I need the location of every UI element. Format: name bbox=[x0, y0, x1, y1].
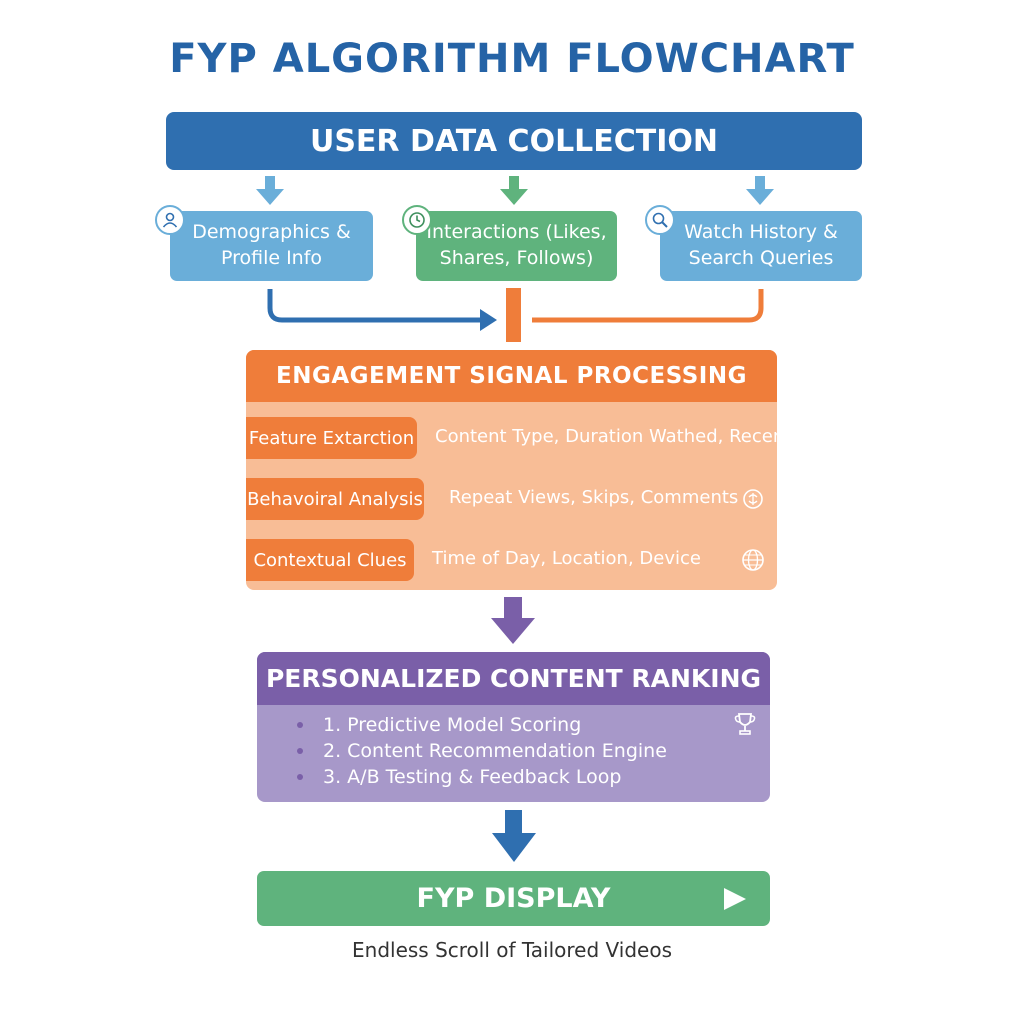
page-title: FYP ALGORITHM FLOWCHART bbox=[169, 36, 855, 82]
demographics-line1: Demographics & bbox=[192, 221, 351, 244]
interactions-box: Interactions (Likes, Shares, Follows) bbox=[416, 211, 617, 281]
contextual-clues-label: Contextual Clues bbox=[246, 539, 414, 581]
fyp-display-label: FYP DISPLAY bbox=[416, 883, 611, 914]
arrow-down-center bbox=[500, 176, 528, 205]
demographics-box: Demographics & Profile Info bbox=[170, 211, 373, 281]
user-data-collection-box: USER DATA COLLECTION bbox=[166, 112, 862, 170]
connector-center bbox=[506, 288, 521, 342]
content-ranking-box: PERSONALIZED CONTENT RANKING 1. Predicti… bbox=[257, 652, 770, 802]
arrow-down-purple bbox=[491, 597, 535, 644]
demographics-line2: Profile Info bbox=[220, 247, 323, 269]
globe-icon bbox=[741, 548, 765, 572]
caption: Endless Scroll of Tailored Videos bbox=[352, 938, 672, 962]
watch-history-box: Watch History & Search Queries bbox=[660, 211, 862, 281]
ranking-item: 3. A/B Testing & Feedback Loop bbox=[297, 766, 621, 788]
trophy-icon bbox=[731, 710, 759, 738]
connector-left bbox=[267, 289, 482, 323]
behavioral-analysis-desc: Repeat Views, Skips, Comments bbox=[449, 487, 739, 508]
arrow-down-blue bbox=[492, 810, 536, 862]
ranking-item-text: 3. A/B Testing & Feedback Loop bbox=[323, 766, 622, 788]
arrow-down-left bbox=[256, 176, 284, 205]
ranking-header: PERSONALIZED CONTENT RANKING bbox=[257, 652, 770, 705]
connector-right bbox=[532, 289, 764, 323]
ranking-item: 1. Predictive Model Scoring bbox=[297, 714, 581, 736]
engagement-header: ENGAGEMENT SIGNAL PROCESSING bbox=[246, 350, 777, 402]
clock-icon bbox=[402, 205, 432, 235]
interactions-line2: Shares, Follows) bbox=[439, 247, 594, 269]
watch-history-line1: Watch History & bbox=[684, 221, 838, 244]
search-icon bbox=[645, 205, 675, 235]
feature-extraction-desc: Content Type, Duration Wathed, Recency bbox=[435, 426, 777, 447]
watch-history-line2: Search Queries bbox=[688, 247, 834, 269]
feature-extraction-label: Feature Extarction bbox=[246, 417, 417, 459]
play-icon bbox=[722, 887, 748, 911]
arrow-down-right bbox=[746, 176, 774, 205]
contextual-clues-desc: Time of Day, Location, Device bbox=[432, 548, 701, 569]
ranking-item-text: 2. Content Recommendation Engine bbox=[323, 740, 667, 762]
interactions-line1: Interactions (Likes, bbox=[426, 221, 607, 244]
brain-icon bbox=[741, 487, 765, 511]
engagement-processing-box: ENGAGEMENT SIGNAL PROCESSING Feature Ext… bbox=[246, 350, 777, 590]
behavioral-analysis-label: Behavoiral Analysis bbox=[246, 478, 424, 520]
ranking-item-text: 1. Predictive Model Scoring bbox=[323, 714, 582, 736]
fyp-display-box: FYP DISPLAY bbox=[257, 871, 770, 926]
user-icon bbox=[155, 205, 185, 235]
ranking-item: 2. Content Recommendation Engine bbox=[297, 740, 667, 762]
